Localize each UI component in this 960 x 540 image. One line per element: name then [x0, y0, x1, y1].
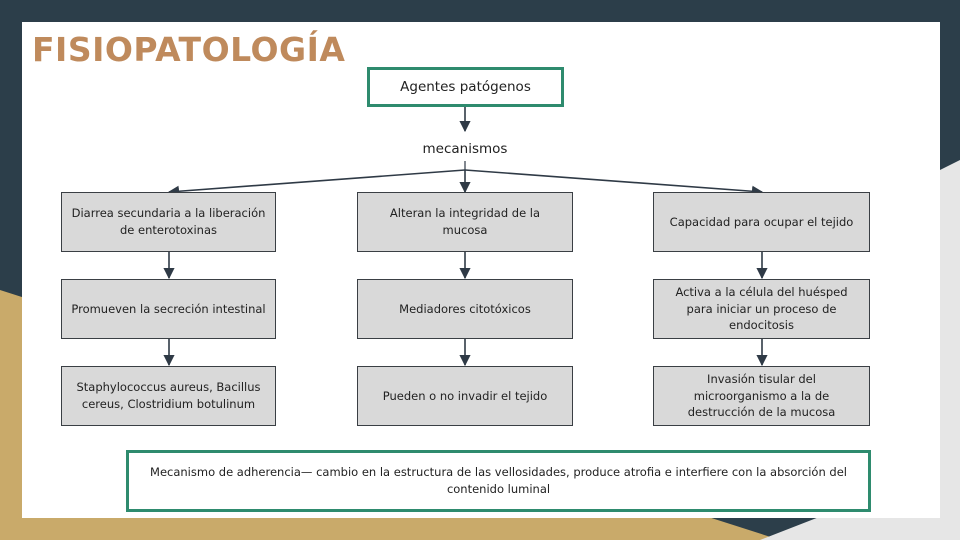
root-node-agentes-patogenos: Agentes patógenos [367, 67, 564, 107]
node-integridad-mucosa: Alteran la integridad de la mucosa [357, 192, 573, 252]
note-mecanismo-adherencia: Mecanismo de adherencia— cambio en la es… [126, 450, 871, 512]
arrow-branch-left [167, 169, 466, 197]
node-ocupar-tejido: Capacidad para ocupar el tejido [653, 192, 870, 252]
node-secrecion-intestinal: Promueven la secreción intestinal [61, 279, 276, 339]
slide-title: FISIOPATOLOGÍA [32, 30, 346, 69]
mechanisms-label: mecanismos [422, 141, 508, 157]
node-invadir-tejido: Pueden o no invadir el tejido [357, 366, 573, 426]
node-endocitosis: Activa a la célula del huésped para inic… [653, 279, 870, 339]
node-organismos-toxigenicos: Staphylococcus aureus, Bacillus cereus, … [61, 366, 276, 426]
arrow-branch-right [464, 169, 764, 197]
node-invasion-tisular: Invasión tisular del microorganismo a la… [653, 366, 870, 426]
node-mediadores-citotoxicos: Mediadores citotóxicos [357, 279, 573, 339]
node-diarrea-enterotoxinas: Diarrea secundaria a la liberación de en… [61, 192, 276, 252]
